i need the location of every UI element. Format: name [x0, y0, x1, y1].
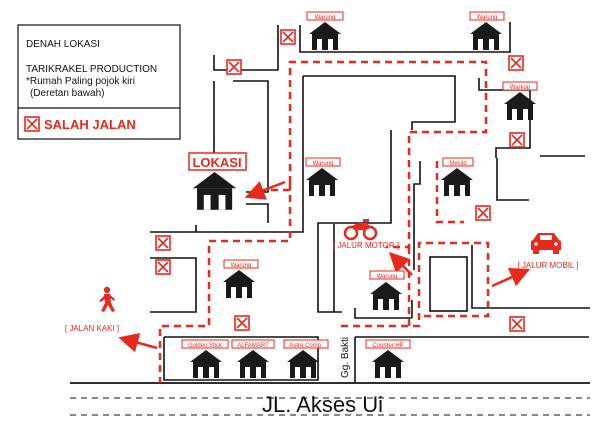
house-label: Warung	[315, 15, 336, 21]
house-icon	[441, 168, 473, 196]
route-label-car: [ JALUR MOBIL ]	[517, 261, 578, 270]
house-icon	[287, 350, 319, 378]
wrong-way-icon	[509, 316, 525, 332]
wrong-way-icon	[234, 315, 250, 331]
house-icon	[237, 350, 269, 378]
legend-wrong-way: SALAH JALAN	[44, 117, 136, 132]
house-label: Astro Comp.	[289, 343, 323, 349]
wrong-way-icon	[155, 235, 171, 251]
route-arrow-walk	[118, 333, 158, 353]
car-icon	[531, 233, 561, 254]
wrong-way-icon	[226, 59, 242, 75]
wrong-way-icon	[509, 132, 525, 148]
wrong-way-icon	[280, 29, 296, 45]
house-icon	[190, 350, 222, 378]
wrong-way-icon	[508, 55, 524, 71]
target-house-icon	[193, 172, 237, 210]
house-warung-left: Warung	[223, 259, 259, 298]
route-label-motor: [ JALUR MOTOR ]	[333, 241, 399, 250]
wrong-way-icon	[24, 116, 40, 132]
house-icon	[372, 350, 404, 378]
legend-box	[17, 24, 181, 140]
house-warung-top-right: Warung	[469, 11, 505, 50]
legend-note-line1: *Rumah Paling pojok kiri	[26, 76, 135, 87]
house-warung-mid: Warung	[305, 157, 341, 196]
house-icon	[370, 282, 402, 310]
wrong-way-icon	[155, 259, 171, 275]
alley-name: Gg. Bakti	[340, 337, 351, 378]
house-warung-top-center: Warung	[306, 11, 344, 50]
motorcycle-icon	[343, 219, 378, 241]
route-arrow-motor	[388, 251, 413, 276]
house-icon	[470, 22, 502, 50]
location-label-box	[188, 152, 247, 171]
house-label: Warung	[377, 274, 398, 280]
wrong-way-icon	[475, 205, 491, 221]
house-label: Warung	[477, 15, 498, 21]
legend-producer: TARIKRAKEL PRODUCTION	[26, 64, 157, 75]
route-arrow-location	[244, 180, 286, 200]
pedestrian-icon	[99, 286, 115, 312]
house-icon	[504, 92, 536, 120]
house-label: Warung	[231, 263, 252, 269]
house-label: Golden Stick	[188, 343, 223, 349]
house-alfamart: ALFAMART	[231, 339, 275, 378]
house-label: ALFAMART	[237, 343, 269, 349]
house-label: Counter HP	[372, 343, 403, 349]
house-warkop: Warkop	[502, 81, 538, 120]
route-arrow-car	[491, 267, 531, 288]
house-icon	[306, 168, 338, 196]
house-golden-stick: Golden Stick	[181, 339, 229, 378]
house-astro-comp: Astro Comp.	[283, 339, 329, 378]
legend-note-line2: (Deretan bawah)	[30, 88, 104, 99]
main-road-name: JL. Akses Ui	[262, 392, 383, 417]
legend-heading: DENAH LOKASI	[26, 39, 100, 50]
house-label: Warung	[313, 161, 334, 167]
location-label: LOKASI	[192, 155, 241, 170]
house-icon	[223, 270, 255, 298]
house-icon	[309, 22, 341, 50]
house-label: Warkop	[510, 85, 531, 91]
house-mesjid: Mesjid	[441, 157, 474, 196]
route-label-walk: [ JALAN KAKI ]	[65, 324, 119, 333]
house-counter-hp: Counter HP	[365, 339, 411, 378]
house-warung-right: Warung	[369, 270, 405, 310]
house-label: Mesjid	[449, 161, 466, 167]
